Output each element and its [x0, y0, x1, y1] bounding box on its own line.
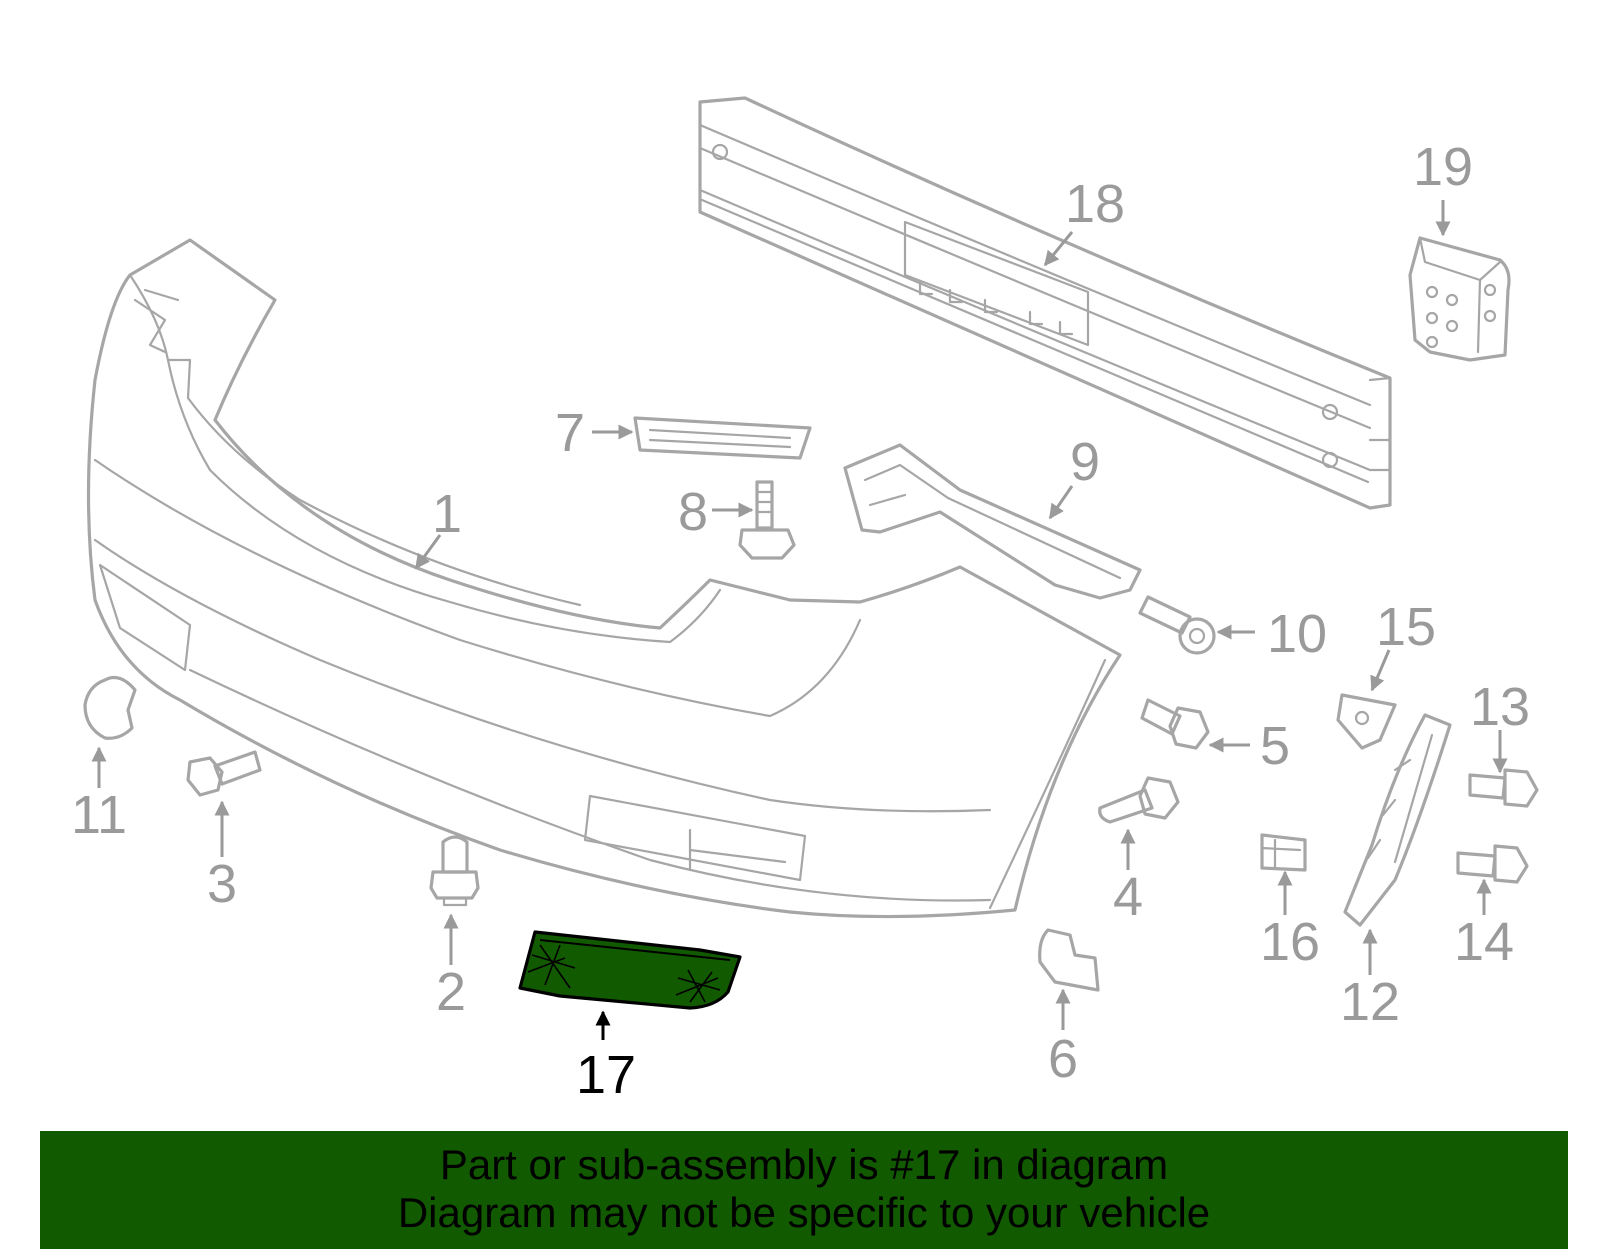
banner-part-note: Part or sub-assembly is #17 in diagram [439, 1141, 1169, 1188]
part-13-bolt[interactable] [1468, 768, 1539, 808]
part-12-side-bracket[interactable] [1343, 713, 1452, 927]
info-banner: Part or sub-assembly is #17 in diagram D… [40, 1131, 1568, 1249]
callout-7: 7 [555, 403, 585, 463]
part-18-reinforcement-beam[interactable] [698, 96, 1392, 510]
part-15-nut-clip[interactable] [1336, 693, 1397, 750]
part-4-bolt[interactable] [1098, 776, 1180, 824]
part-14-bolt[interactable] [1456, 844, 1529, 884]
part-17-highlighted-garnish[interactable] [518, 930, 742, 1010]
callout-6: 6 [1048, 1029, 1078, 1089]
callout-3: 3 [207, 854, 237, 914]
callout-17: 17 [576, 1045, 636, 1105]
part-11-plug[interactable] [83, 676, 137, 740]
callout-1: 1 [432, 484, 462, 544]
leader-lines [91, 200, 1508, 1040]
part-9-side-bracket[interactable] [843, 443, 1142, 600]
part-6-cap[interactable] [1038, 928, 1100, 992]
part-8-clip[interactable] [738, 480, 796, 560]
callout-labels: 1 2 3 4 5 6 7 8 9 10 11 12 13 14 15 16 1… [71, 137, 1530, 1105]
callout-16: 16 [1260, 912, 1320, 972]
callout-13: 13 [1470, 677, 1530, 737]
callout-5: 5 [1260, 716, 1290, 776]
part-10-bolt[interactable] [1138, 595, 1216, 655]
callout-15: 15 [1376, 597, 1436, 657]
banner-disclaimer: Diagram may not be specific to your vehi… [397, 1189, 1211, 1236]
part-19-bracket[interactable] [1408, 236, 1511, 362]
callout-11: 11 [71, 785, 127, 845]
part-2-push-clip[interactable] [429, 835, 480, 907]
callout-9: 9 [1070, 432, 1100, 492]
part-1-bumper-cover[interactable] [86, 238, 1122, 919]
part-3-bolt[interactable] [186, 750, 262, 797]
callout-8: 8 [678, 482, 708, 542]
callout-12: 12 [1340, 972, 1400, 1032]
callout-18: 18 [1065, 174, 1125, 234]
part-5-bolt[interactable] [1140, 698, 1210, 750]
callout-19: 19 [1413, 137, 1473, 197]
callout-14: 14 [1454, 912, 1514, 972]
part-7-trim[interactable] [633, 416, 812, 460]
callout-4: 4 [1113, 867, 1143, 927]
part-16-clip[interactable] [1260, 833, 1307, 872]
callout-10: 10 [1267, 604, 1327, 664]
callout-2: 2 [436, 962, 466, 1022]
